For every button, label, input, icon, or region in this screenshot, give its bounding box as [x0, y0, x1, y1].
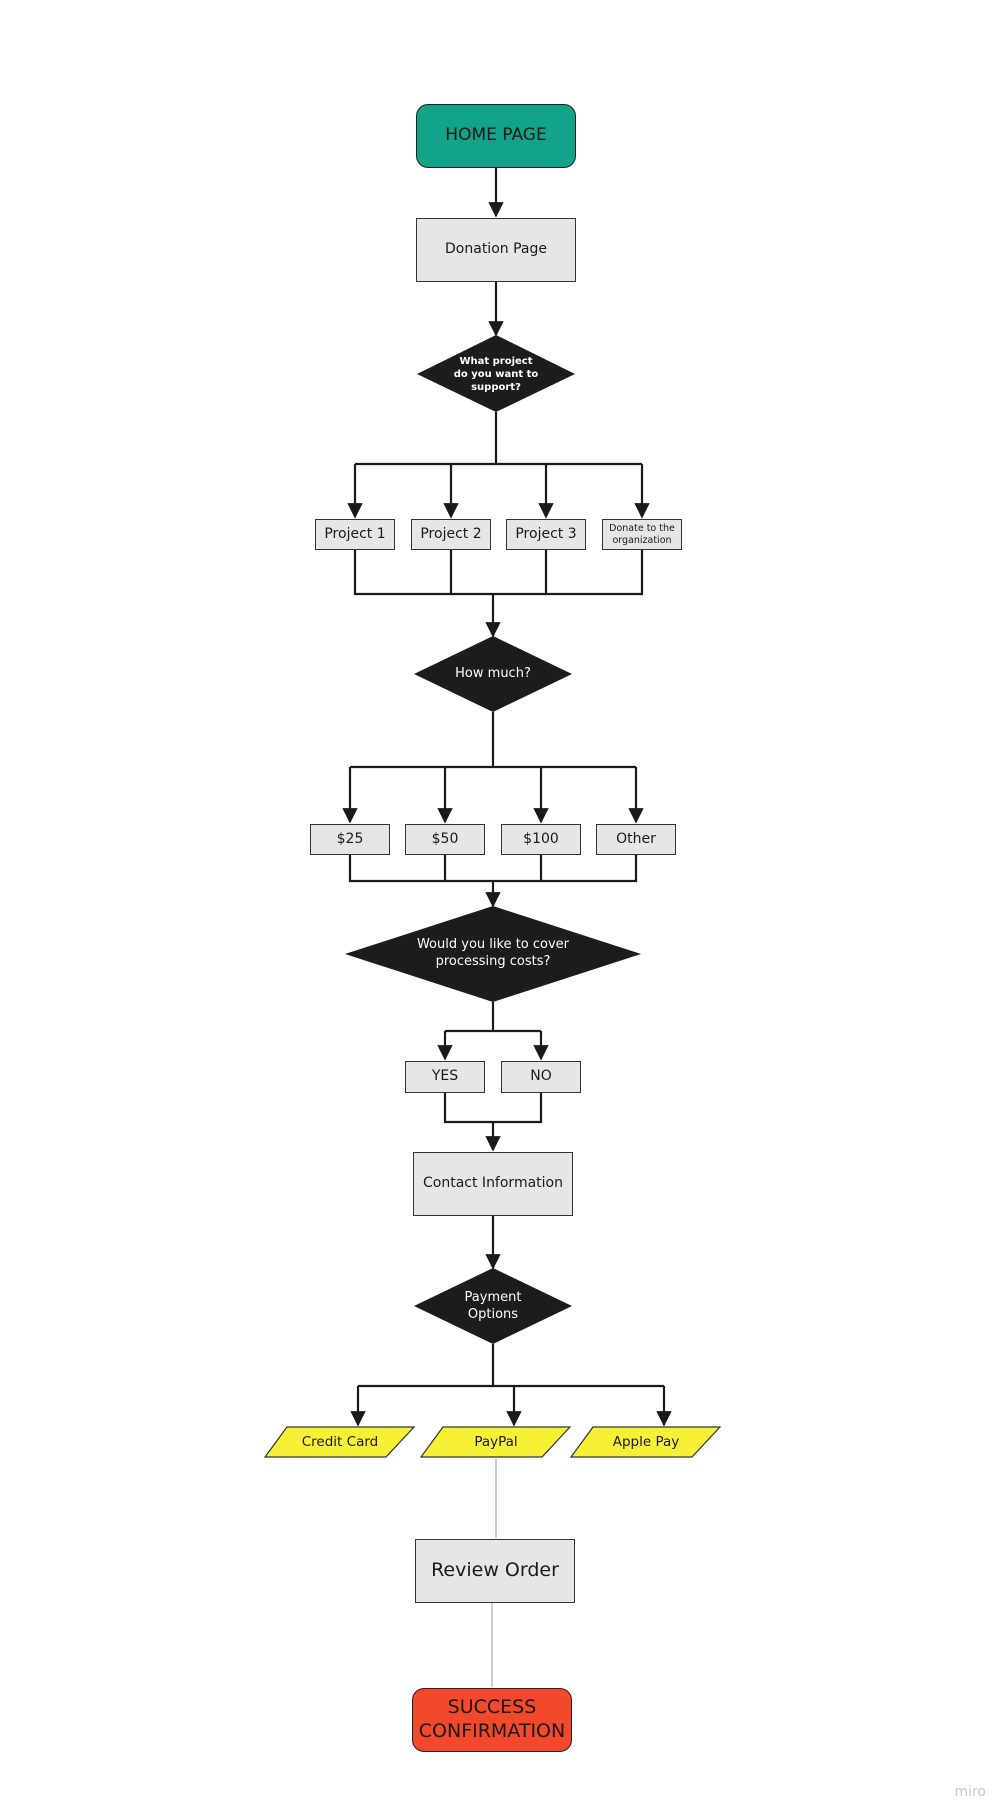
- project-2-node[interactable]: Project 2: [411, 519, 491, 550]
- costs-question-label: Would you like to cover processing costs…: [416, 937, 570, 969]
- no-node[interactable]: NO: [501, 1061, 581, 1093]
- amount-question-label: How much?: [455, 665, 531, 681]
- connector-projects-merge: [353, 550, 644, 596]
- amount-50-node[interactable]: $50: [405, 824, 485, 855]
- donation-page-node[interactable]: Donation Page: [416, 218, 576, 282]
- decision-project-diamond: [417, 335, 575, 412]
- connectors: [342, 168, 672, 1427]
- paypal-label[interactable]: PayPal: [474, 1434, 518, 1450]
- project-1-node[interactable]: Project 1: [315, 519, 395, 550]
- contact-information-node[interactable]: Contact Information: [413, 1152, 573, 1216]
- success-confirmation-node[interactable]: SUCCESS CONFIRMATION: [412, 1688, 572, 1752]
- home-page-node[interactable]: HOME PAGE: [416, 104, 576, 168]
- amount-25-node[interactable]: $25: [310, 824, 390, 855]
- decision-costs-diamond: [345, 906, 641, 1002]
- payment-paypal-shape[interactable]: [419, 1426, 572, 1458]
- connector-yesno-merge: [443, 1093, 543, 1124]
- project-question-label: What project do you want to support?: [453, 355, 539, 393]
- project-3-node[interactable]: Project 3: [506, 519, 586, 550]
- amount-100-node[interactable]: $100: [501, 824, 581, 855]
- payment-credit-card-shape[interactable]: [263, 1426, 416, 1458]
- review-order-node[interactable]: Review Order: [415, 1539, 575, 1603]
- miro-watermark: miro: [954, 1784, 986, 1800]
- connector-amounts-merge: [348, 855, 638, 883]
- decision-payment-diamond: [414, 1268, 572, 1344]
- yes-node[interactable]: YES: [405, 1061, 485, 1093]
- credit-card-label[interactable]: Credit Card: [301, 1434, 379, 1450]
- apple-pay-label[interactable]: Apple Pay: [612, 1434, 680, 1450]
- payment-question-label: Payment Options: [464, 1290, 522, 1322]
- donate-organization-node[interactable]: Donate to the organization: [602, 519, 682, 550]
- payment-apple-pay-shape[interactable]: [569, 1426, 722, 1458]
- amount-other-node[interactable]: Other: [596, 824, 676, 855]
- decision-amount-diamond: [414, 636, 572, 712]
